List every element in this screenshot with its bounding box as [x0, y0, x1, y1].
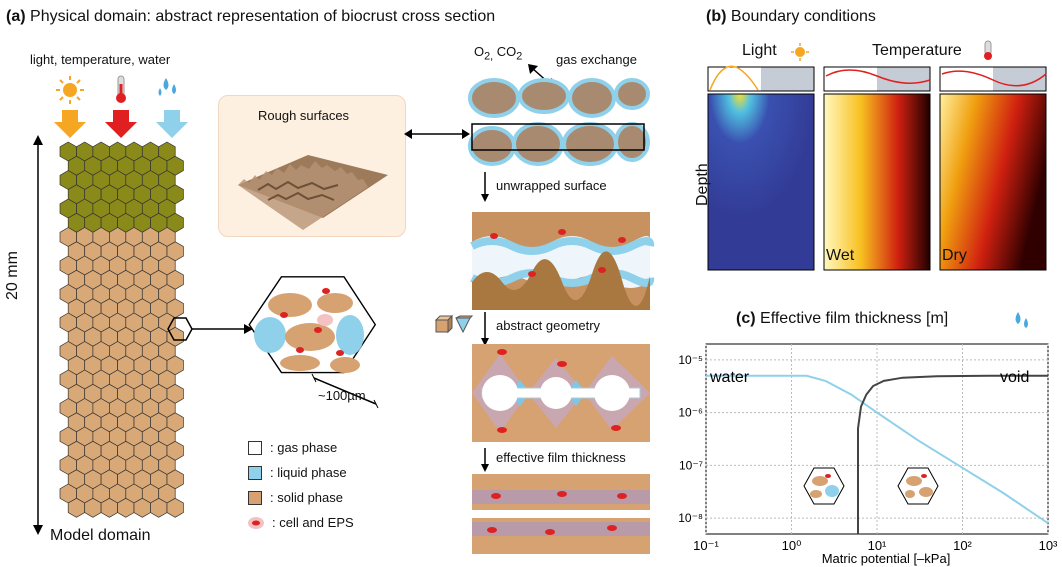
legend-solid-label: : solid phase: [270, 490, 343, 505]
step-arrows: [481, 172, 489, 472]
legend-gas-label: : gas phase: [270, 440, 338, 455]
panel-c-title: (c) Effective film thickness [m]: [736, 310, 948, 328]
thermometer-small-icon: [984, 40, 992, 60]
x-tick-label: 10¹: [868, 538, 887, 553]
hex-zoom-content: [254, 288, 364, 373]
x-tick-label: 10³: [1039, 538, 1058, 553]
panel-a-title-text: Physical domain: abstract representation…: [30, 8, 496, 25]
cell-eps-icon: [248, 516, 264, 529]
chart-ticks: 10⁻¹ 10⁰ 10¹ 10² 10³ 10⁻⁸ 10⁻⁷ 10⁻⁶ 10⁻⁵: [678, 353, 1058, 553]
x-tick-label: 10⁻¹: [693, 538, 719, 553]
void-annotation: void: [1000, 369, 1029, 386]
unwrapped-surface-image: [470, 212, 655, 310]
scale-bar: [311, 373, 379, 409]
y-tick-label: 10⁻⁸: [678, 511, 703, 525]
chart-hex-insets: [803, 467, 939, 505]
legend-solid: : solid phase: [248, 490, 343, 505]
gas-swatch: [248, 440, 262, 455]
step-unwrapped: unwrapped surface: [496, 178, 607, 193]
cube-icon: [434, 314, 474, 334]
film-thickness-chart: 10⁻¹ 10⁰ 10¹ 10² 10³ 10⁻⁸ 10⁻⁷ 10⁻⁶ 10⁻⁵ water v…: [678, 343, 1058, 566]
chart-series: [706, 374, 1049, 534]
water-drops-icon: [158, 78, 176, 96]
bc-heatmaps: [707, 93, 1047, 271]
wet-heatmap: [823, 93, 931, 271]
panel-b-title-text: Boundary conditions: [730, 8, 876, 25]
hex-model-domain: [59, 141, 184, 518]
panel-b-title: (b) Boundary conditions: [706, 8, 876, 26]
light-heatmap: [707, 93, 815, 271]
legend-cell: : cell and EPS: [248, 515, 354, 530]
scale-label: ~100µm: [318, 388, 366, 403]
sun-icon: [56, 76, 84, 104]
model-domain-label: Model domain: [50, 527, 151, 544]
water-arrow: [156, 110, 188, 138]
rough-surfaces-label: Rough surfaces: [258, 108, 350, 123]
temperature-label: Temperature: [872, 42, 962, 59]
series-line-water: [706, 374, 1049, 525]
legend-gas: : gas phase: [248, 440, 337, 455]
light-arrow: [54, 110, 86, 138]
wet-label: Wet: [826, 247, 855, 264]
x-tick-label: 10⁰: [782, 538, 802, 553]
legend-cell-label: : cell and EPS: [272, 515, 354, 530]
step-film: effective film thickness: [496, 450, 626, 465]
y-tick-label: 10⁻⁷: [679, 458, 703, 472]
film-thickness-image: [472, 474, 650, 554]
temperature-arrow: [105, 110, 137, 138]
depth-label: Depth: [694, 163, 711, 206]
dry-heatmap: [939, 93, 1047, 271]
y-tick-label: 10⁻⁶: [678, 406, 703, 420]
legend-liquid-label: : liquid phase: [270, 465, 347, 480]
light-label: Light: [742, 42, 777, 59]
hex-cell: [166, 497, 184, 518]
panel-a-title: (a) Physical domain: abstract representa…: [6, 8, 495, 26]
rough-surface-image: [238, 155, 388, 230]
panel-a-tag: (a): [6, 8, 26, 25]
x-tick-label: 10²: [953, 538, 972, 553]
dry-label: Dry: [942, 247, 967, 264]
bc-strips: [707, 65, 1047, 92]
gas-formula: O2, CO2: [474, 44, 523, 63]
step-abstract: abstract geometry: [496, 318, 601, 333]
hex-zoom: [167, 276, 377, 374]
solid-swatch: [248, 490, 262, 505]
liquid-swatch: [248, 465, 262, 480]
depth-20mm-label: 20 mm: [4, 251, 21, 300]
panel-c-title-text: Effective film thickness [m]: [760, 310, 949, 327]
inputs-icons: [54, 75, 188, 138]
chart-grid: [705, 344, 1049, 534]
chart-xlabel: Matric potential [–kPa]: [822, 551, 951, 566]
gas-exchange-label: gas exchange: [556, 52, 637, 67]
series-line-void: [857, 374, 1048, 534]
inputs-label: light, temperature, water: [30, 52, 171, 67]
y-tick-label: 10⁻⁵: [678, 353, 703, 367]
abstract-geometry-image: [472, 344, 650, 442]
grains-image: [468, 78, 650, 166]
thermometer-icon: [116, 75, 126, 103]
legend-liquid: : liquid phase: [248, 465, 347, 480]
panel-c-tag: (c): [736, 310, 756, 327]
water-annotation: water: [709, 369, 750, 386]
water-drops-small-icon: [1015, 312, 1028, 328]
panel-b-tag: (b): [706, 8, 727, 25]
sun-small-icon: [791, 43, 809, 61]
double-arrow: [404, 129, 470, 139]
depth-arrow: [33, 135, 43, 535]
